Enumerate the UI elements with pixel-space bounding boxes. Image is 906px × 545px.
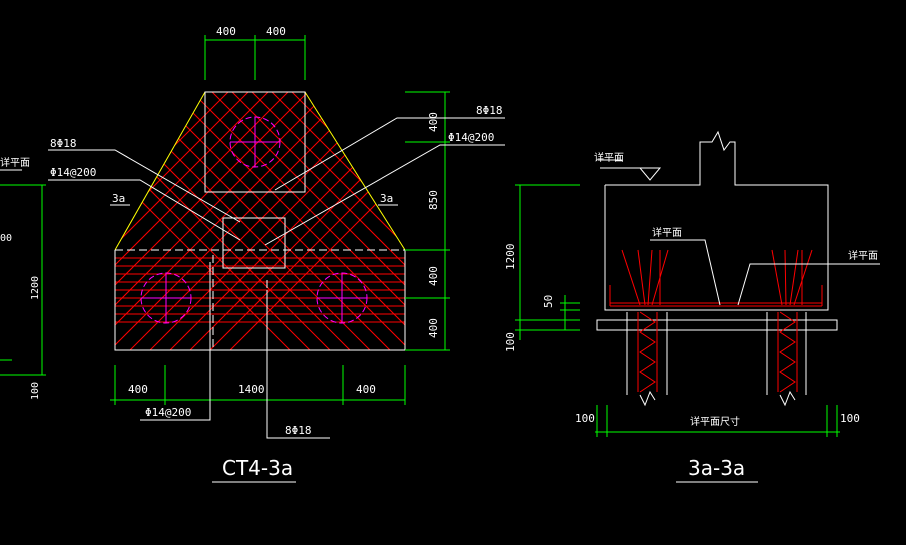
plan-right-dim-4: 400 xyxy=(427,318,440,338)
edge-dim-partial: 00 xyxy=(0,233,12,244)
section-bottom-dims xyxy=(595,405,840,437)
section-level-mid: 详平面 xyxy=(652,226,682,239)
section-view: 详平面 详平面 详平面 1200 50 100 100 详平面尺寸 100 3a… xyxy=(504,130,880,483)
section-left-dim-100: 100 xyxy=(504,332,517,352)
plan-section-mark-left: 3a xyxy=(112,192,125,205)
plan-top-dim-2: 400 xyxy=(266,25,286,38)
section-rebar xyxy=(609,249,823,393)
section-left-dim-50: 50 xyxy=(542,295,555,308)
plan-outline xyxy=(114,91,406,351)
left-edge-partial xyxy=(0,184,46,376)
plan-right-dim-3: 400 xyxy=(427,266,440,286)
edge-dim-1200: 1200 xyxy=(30,276,41,300)
plan-leaders xyxy=(48,117,505,439)
plan-label-top-bar-right: 8Φ18 xyxy=(476,104,503,117)
plan-bottom-dim-1: 400 xyxy=(128,383,148,396)
plan-section-mark-right: 3a xyxy=(380,192,393,205)
plan-label-stirrup-left: Φ14@200 xyxy=(50,166,96,179)
section-leaders xyxy=(598,159,880,306)
plan-label-stirrup-right: Φ14@200 xyxy=(448,131,494,144)
section-left-dims xyxy=(515,184,580,340)
plan-top-dim-1: 400 xyxy=(216,25,236,38)
edge-level-label: 详平面 xyxy=(0,156,30,169)
plan-label-bottom-bar: 8Φ18 xyxy=(285,424,312,437)
plan-bottom-dim-2: 1400 xyxy=(238,383,265,396)
plan-right-dim-2: 850 xyxy=(427,190,440,210)
plan-bottom-dim-3: 400 xyxy=(356,383,376,396)
section-bottom-dim-right: 100 xyxy=(840,412,860,425)
section-outline xyxy=(596,130,838,395)
plan-view: 400 400 400 850 400 400 400 1400 400 xyxy=(48,25,505,483)
plan-label-bottom-stirrup: Φ14@200 xyxy=(145,406,191,419)
plan-title: CT4-3a xyxy=(222,456,293,480)
plan-rebar xyxy=(115,92,405,350)
plan-right-dims xyxy=(405,91,450,351)
plan-bottom-dims xyxy=(110,365,406,405)
section-level-right: 详平面 xyxy=(848,249,878,262)
section-title: 3a-3a xyxy=(688,456,745,480)
plan-top-dims xyxy=(204,35,306,80)
section-left-dim-1200: 1200 xyxy=(504,244,517,271)
plan-right-dim-1: 400 xyxy=(427,112,440,132)
section-level-top: 详平面 xyxy=(594,151,624,164)
edge-dim-100: 100 xyxy=(30,382,41,400)
section-bottom-dim-mid: 详平面尺寸 xyxy=(690,415,740,428)
plan-piles xyxy=(140,116,368,324)
section-bottom-dim-left: 100 xyxy=(575,412,595,425)
plan-label-top-bar-left: 8Φ18 xyxy=(50,137,77,150)
